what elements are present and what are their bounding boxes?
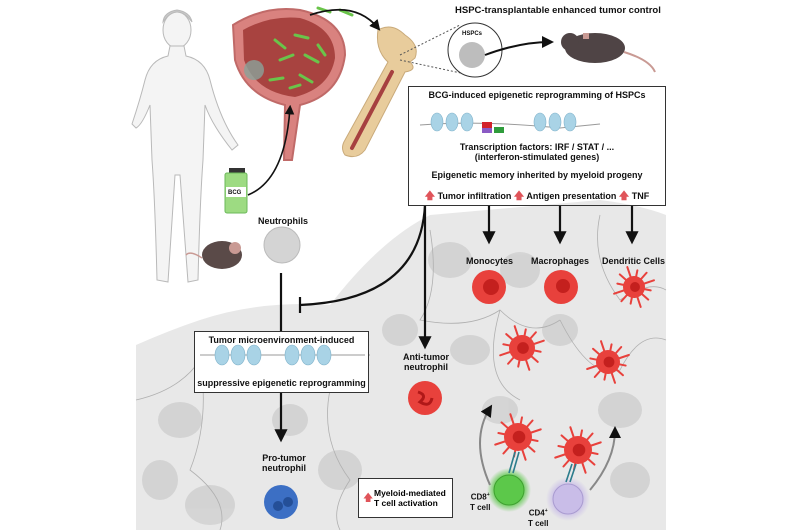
tme-box-title: Tumor microenvironment-induced bbox=[208, 335, 355, 345]
tcr-receptor-icon bbox=[508, 451, 577, 483]
up-arrow-icon: 🡅 bbox=[618, 191, 630, 202]
bladder-illustration bbox=[231, 6, 354, 161]
activation-line-1: Myeloid-mediated bbox=[374, 488, 446, 498]
cd4-label: CD4+T cell bbox=[528, 508, 549, 528]
t-cell-activation-box: 🡅 Myeloid-mediated T cell activation bbox=[358, 478, 453, 518]
activation-arrow-cd4 bbox=[589, 426, 621, 491]
arrow-hspc-to-mouse bbox=[484, 36, 554, 56]
dendritic-cell-icon bbox=[613, 266, 655, 308]
tf-line-1: Transcription factors: IRF / STAT / ... bbox=[459, 142, 615, 152]
memory-line: Epigenetic memory inherited by myeloid p… bbox=[431, 170, 643, 180]
up-arrow-icon: 🡅 bbox=[363, 493, 374, 504]
bcg-box-title: BCG-induced epigenetic reprogramming of … bbox=[428, 90, 646, 100]
neutrophils-label: Neutrophils bbox=[258, 216, 309, 226]
monocytes-label: Monocytes bbox=[466, 256, 514, 266]
effect-tumor-infiltration: Tumor infiltration bbox=[437, 191, 512, 201]
bcg-vial-icon bbox=[224, 168, 248, 214]
tme-box-subtitle: suppressive epigenetic reprogramming bbox=[197, 378, 366, 388]
monocyte-cell-icon bbox=[472, 270, 506, 304]
bone-illustration bbox=[342, 26, 417, 158]
arrow-bcg-to-bladder bbox=[247, 104, 295, 196]
activation-line-2: T cell activation bbox=[374, 498, 438, 508]
dendritic-cell-icon bbox=[586, 340, 630, 384]
hspc-transplant-title: HSPC-transplantable enhanced tumor contr… bbox=[455, 5, 661, 16]
cd8-label: CD8+T cell bbox=[470, 492, 491, 512]
hspc-magnifier bbox=[399, 22, 503, 78]
effect-antigen-presentation: Antigen presentation bbox=[526, 191, 617, 201]
dendritic-cell-nucleus bbox=[517, 342, 529, 354]
bcg-vial-label: BCG bbox=[228, 190, 242, 196]
dendritic-cell-icon bbox=[499, 325, 545, 371]
mouse-small-illustration bbox=[185, 241, 242, 269]
up-arrow-icon: 🡅 bbox=[513, 191, 525, 202]
tme-reprogramming-box: Tumor microenvironment-induced suppressi… bbox=[194, 331, 369, 393]
cd8-t-cell-icon bbox=[487, 468, 531, 512]
inhibition-arrow bbox=[279, 204, 427, 336]
up-arrow-icon: 🡅 bbox=[424, 191, 436, 202]
dendritic-cells-label: Dendritic Cells bbox=[602, 256, 666, 266]
tf-line-2: (interferon-stimulated genes) bbox=[474, 152, 600, 162]
macrophage-cell-icon bbox=[544, 270, 578, 304]
dendritic-cell-icon bbox=[554, 426, 602, 474]
nucleosome-chain-bcg bbox=[419, 112, 601, 133]
human-body-illustration bbox=[131, 9, 239, 283]
effect-tnf: TNF bbox=[631, 191, 650, 201]
arrows-to-myeloid bbox=[274, 206, 639, 443]
pro-tumor-neutrophil-icon bbox=[264, 485, 298, 519]
macrophages-label: Macrophages bbox=[531, 256, 590, 266]
arrow-bladder-to-bone bbox=[309, 8, 381, 31]
dendritic-cell-nucleus bbox=[630, 282, 640, 292]
mouse-recipient-illustration bbox=[561, 33, 656, 73]
neutrophil-cell-icon bbox=[263, 226, 301, 264]
dendritic-cell-nucleus bbox=[512, 430, 526, 444]
cd4-t-cell-icon bbox=[546, 477, 590, 521]
bcg-reprogramming-box: BCG-induced epigenetic reprogramming of … bbox=[408, 86, 666, 206]
dendritic-cell-nucleus bbox=[572, 443, 586, 457]
dendritic-cell-nucleus bbox=[603, 356, 615, 368]
hspc-label: HSPCs bbox=[462, 31, 483, 37]
dendritic-cell-icon bbox=[494, 413, 542, 461]
anti-tumor-neutrophil-icon bbox=[408, 381, 442, 415]
activation-arrow-cd8 bbox=[479, 404, 493, 486]
